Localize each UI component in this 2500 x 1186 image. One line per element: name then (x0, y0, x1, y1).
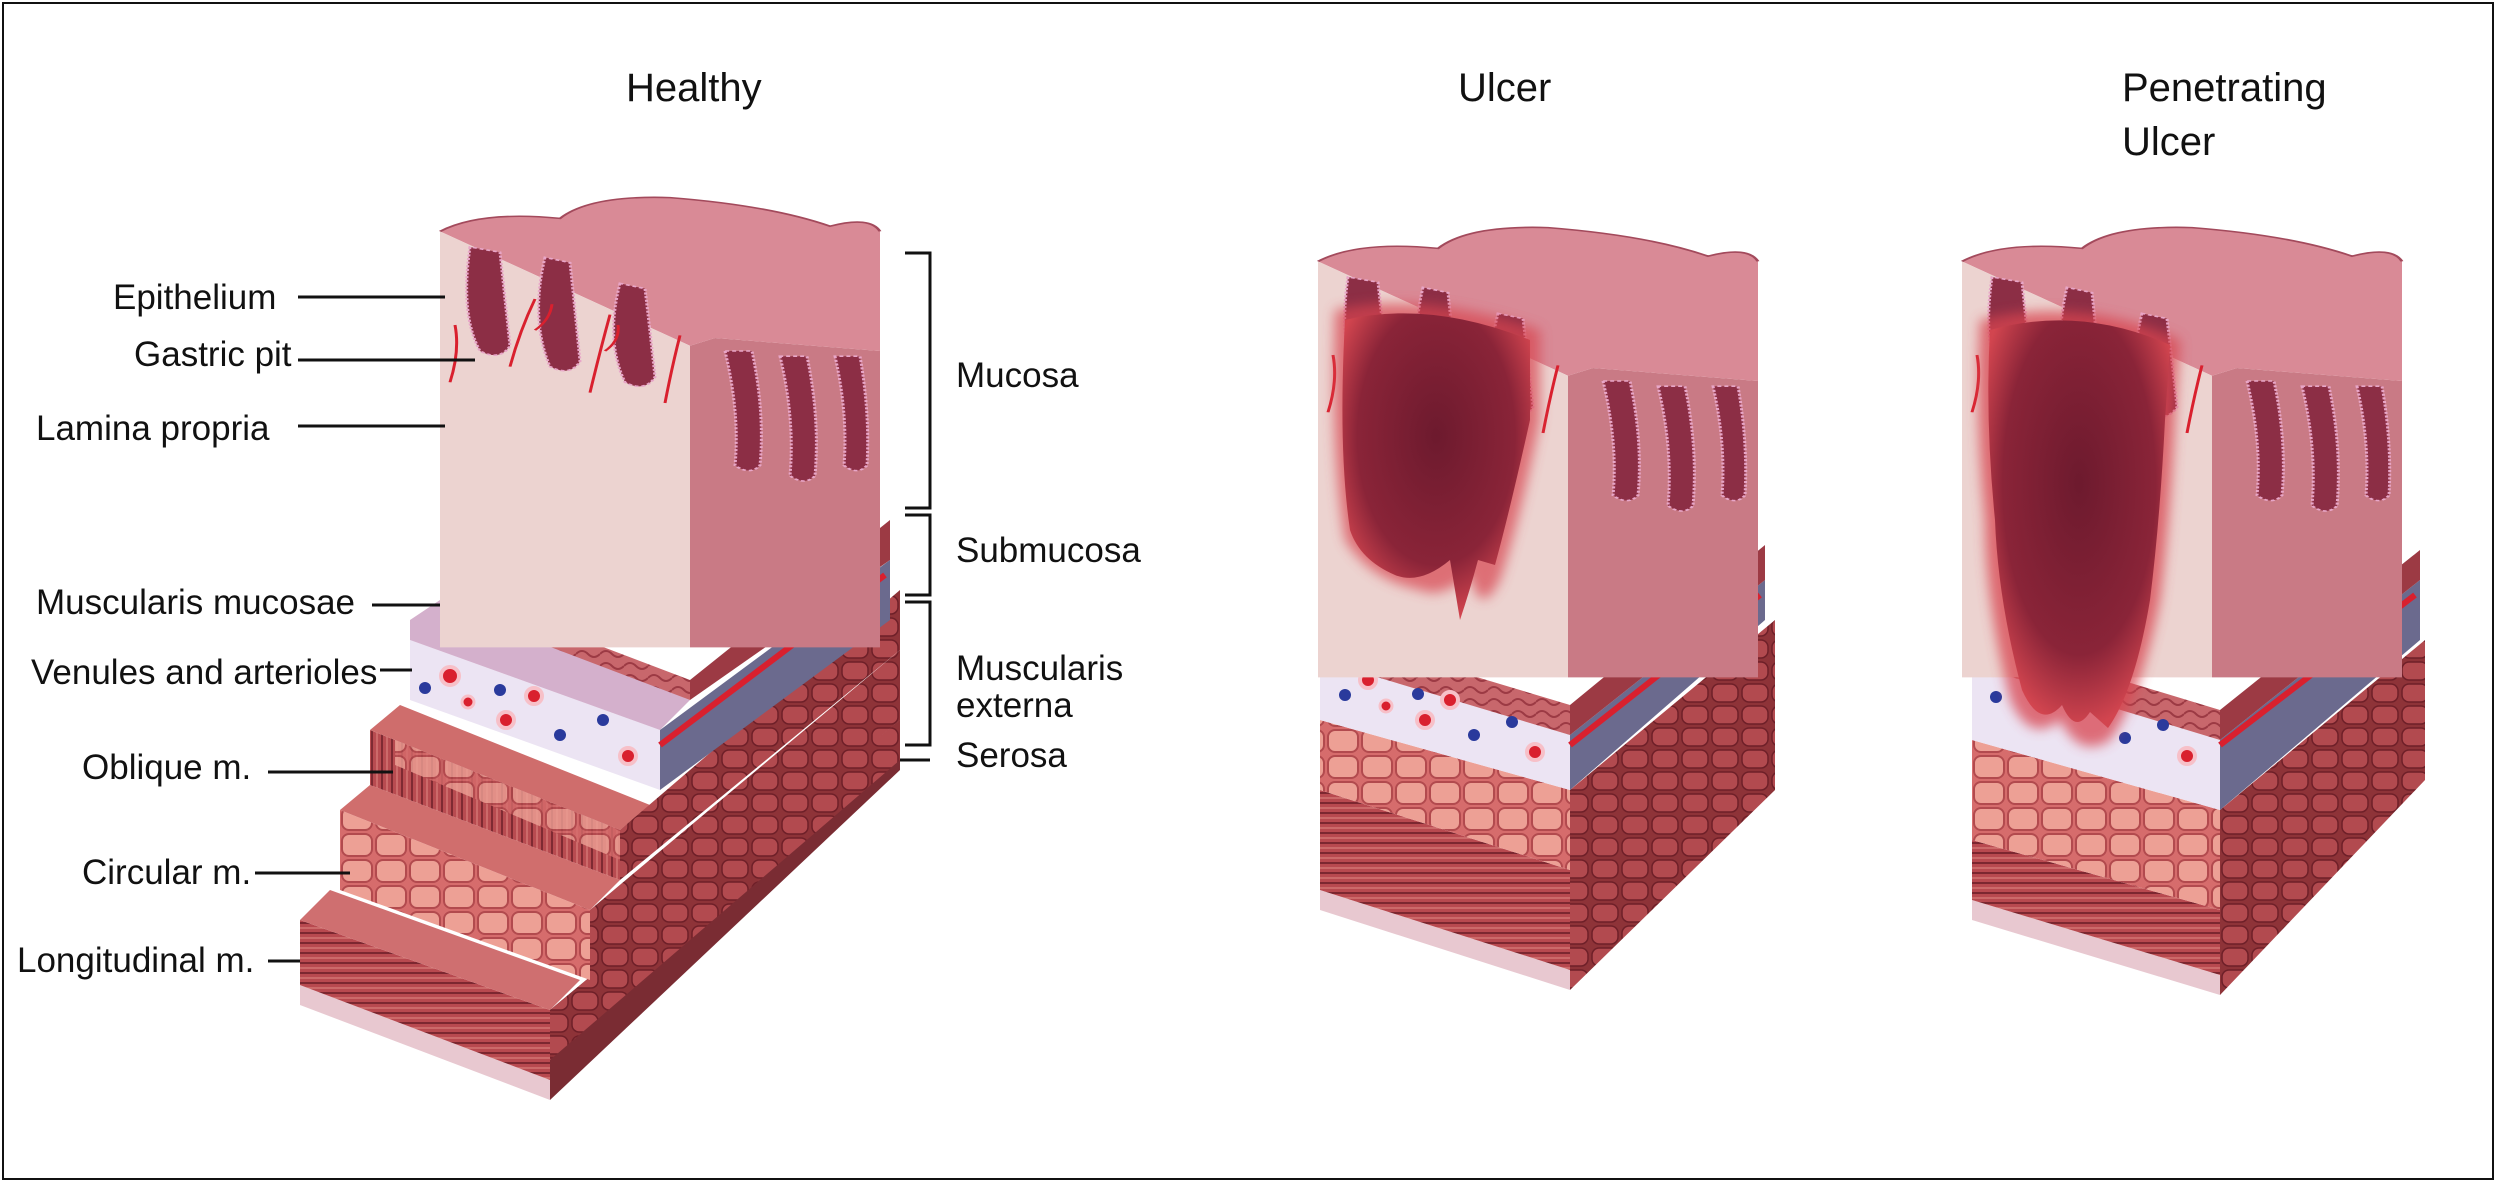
label-epithelium: Epithelium (113, 278, 277, 317)
muscularis-externa-bracket (905, 600, 932, 747)
label-submucosa: Submucosa (956, 531, 1141, 570)
healthy-mucosa (438, 195, 882, 649)
mucosa-bracket (905, 251, 932, 510)
right-brackets (900, 251, 932, 762)
label-lamina-propria: Lamina propria (36, 409, 270, 448)
label-serosa: Serosa (956, 736, 1067, 775)
label-oblique: Oblique m. (82, 748, 252, 787)
title-penetrating-line2: Ulcer (2122, 120, 2216, 164)
label-gastric-pit: Gastric pit (134, 335, 292, 374)
left-leader-lines (255, 295, 475, 963)
ulcer-crater (1342, 313, 1530, 620)
label-muscularis-line1: Muscularis (956, 649, 1124, 688)
title-ulcer: Ulcer (1458, 66, 1552, 110)
label-muscularis-line2: externa (956, 686, 1073, 725)
healthy-diagram (300, 195, 900, 1100)
penetrating-crater (1988, 320, 2170, 728)
label-circular: Circular m. (82, 853, 252, 892)
longitudinal-muscle-front (300, 920, 550, 1080)
label-venules-arterioles: Venules and arterioles (31, 653, 378, 692)
title-healthy: Healthy (626, 66, 762, 110)
label-longitudinal: Longitudinal m. (17, 941, 255, 980)
penetrating-ulcer-diagram (1960, 225, 2425, 995)
arteriole-dot (439, 665, 461, 687)
ulcer-diagram (1316, 225, 1775, 990)
venule-dot (419, 682, 431, 694)
submucosa-front (410, 640, 660, 790)
circular-muscle-front (340, 810, 590, 980)
label-mucosa: Mucosa (956, 356, 1079, 395)
title-penetrating-line1: Penetrating (2122, 66, 2327, 110)
label-muscularis-mucosae: Muscularis mucosae (36, 583, 355, 622)
serosa-bottom (300, 980, 550, 1100)
submucosa-bracket (905, 513, 932, 597)
